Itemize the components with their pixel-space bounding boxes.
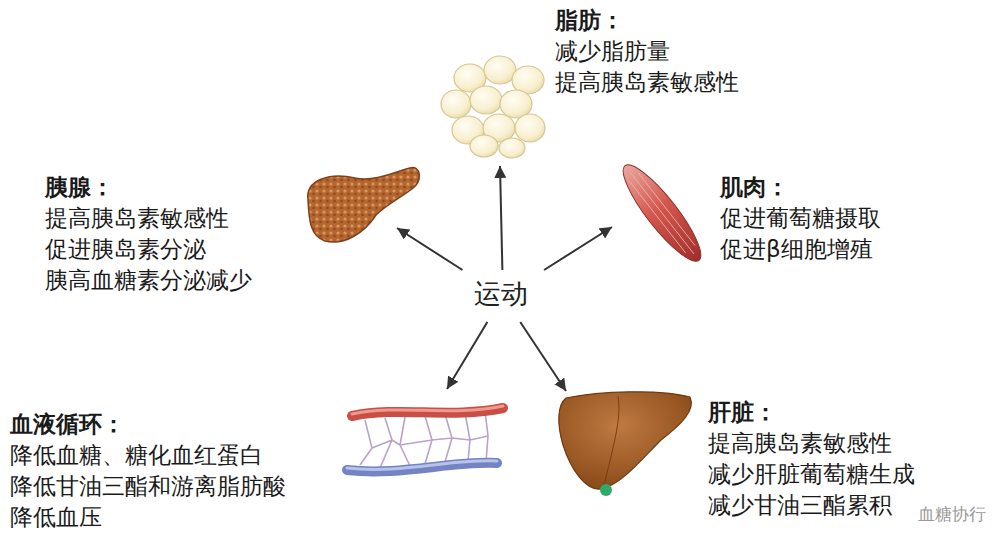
text-group: 肌肉：促进葡萄糖摄取促进β细胞增殖 bbox=[720, 172, 881, 265]
fat-cells bbox=[441, 56, 545, 158]
organ-heading: 胰腺： bbox=[45, 172, 252, 203]
text-group: 血液循环：降低血糖、糖化血红蛋白降低甘油三酯和游离脂肪酸降低血压 bbox=[10, 409, 286, 533]
watermark: 血糖协行 bbox=[918, 504, 986, 524]
effect-line: 降低甘油三酯和游离脂肪酸 bbox=[10, 471, 286, 502]
text-group: 脂肪：减少脂肪量提高胰岛素敏感性 bbox=[555, 5, 739, 98]
effect-line: 促进葡萄糖摄取 bbox=[720, 203, 881, 234]
organ-heading: 血液循环： bbox=[10, 409, 286, 440]
muscle-figure bbox=[613, 156, 711, 269]
organ-heading: 肝脏： bbox=[708, 397, 915, 428]
effect-line: 促进β细胞增殖 bbox=[720, 234, 881, 265]
blood-vessel-figure bbox=[347, 406, 503, 471]
organ-node: 脂肪：减少脂肪量提高胰岛素敏感性 bbox=[440, 0, 770, 160]
center-label: 运动 bbox=[474, 277, 528, 311]
arrow-connector bbox=[544, 227, 612, 270]
text-group: 运动 bbox=[462, 272, 540, 316]
organ-node: 肝脏：提高胰岛素敏感性减少肝脏葡萄糖生成减少甘油三酯累积 bbox=[545, 385, 965, 530]
organ-node: 肌肉：促进葡萄糖摄取促进β细胞增殖 bbox=[608, 150, 885, 275]
effect-line: 减少肝脏葡萄糖生成 bbox=[708, 459, 915, 490]
effect-line: 减少甘油三酯累积 bbox=[708, 490, 915, 521]
effect-line: 提高胰岛素敏感性 bbox=[45, 203, 252, 234]
text-group: 胰腺：提高胰岛素敏感性促进胰岛素分泌胰高血糖素分泌减少 bbox=[45, 172, 252, 296]
arrow-connector bbox=[500, 166, 502, 270]
organ-node: 胰腺：提高胰岛素敏感性促进胰岛素分泌胰高血糖素分泌减少 bbox=[40, 160, 425, 300]
text-group: 肝脏：提高胰岛素敏感性减少肝脏葡萄糖生成减少甘油三酯累积 bbox=[708, 397, 915, 521]
organ-heading: 脂肪： bbox=[555, 5, 739, 36]
effect-line: 促进胰岛素分泌 bbox=[45, 234, 252, 265]
effect-line: 降低血糖、糖化血红蛋白 bbox=[10, 440, 286, 471]
effect-line: 提高胰岛素敏感性 bbox=[555, 67, 739, 98]
effect-line: 降低血压 bbox=[10, 502, 286, 533]
organ-heading: 肌肉： bbox=[720, 172, 881, 203]
arrow-connector bbox=[520, 322, 566, 391]
center-node: 运动 bbox=[462, 272, 544, 320]
effect-line: 减少脂肪量 bbox=[555, 36, 739, 67]
effect-line: 提高胰岛素敏感性 bbox=[708, 428, 915, 459]
liver-figure bbox=[559, 392, 692, 496]
effect-line: 胰高血糖素分泌减少 bbox=[45, 265, 252, 296]
organ-node: 血液循环：降低血糖、糖化血红蛋白降低甘油三酯和游离脂肪酸降低血压 bbox=[5, 380, 510, 535]
arrow-connector bbox=[397, 228, 462, 270]
arrow-connector bbox=[447, 322, 487, 389]
